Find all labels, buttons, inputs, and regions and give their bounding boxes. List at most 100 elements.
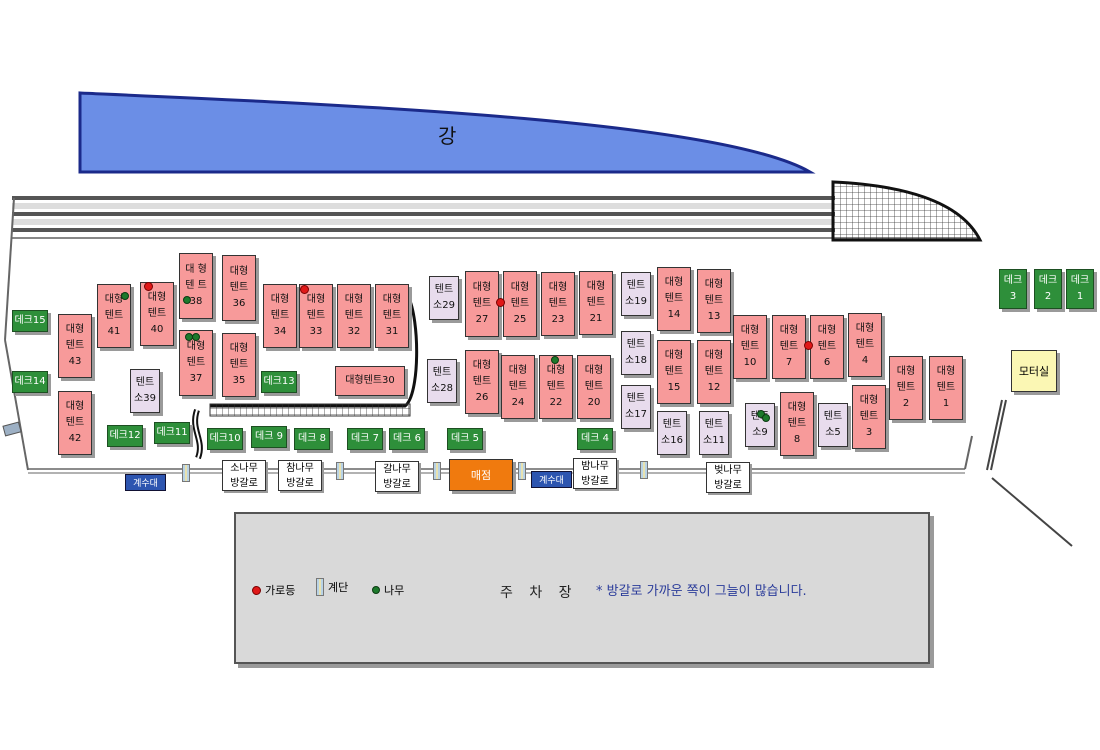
deck-d6[interactable]: 데크 6 xyxy=(389,428,425,450)
legend-tree: 나무 xyxy=(372,582,404,598)
deck-d10[interactable]: 데크10 xyxy=(207,428,243,450)
big-tent-t6[interactable]: 대형 텐트 6 xyxy=(810,315,844,379)
big-tent-t41[interactable]: 대형 텐트 41 xyxy=(97,284,131,348)
big-tent-t43[interactable]: 대형 텐트 43 xyxy=(58,314,92,378)
street-lamp-33 xyxy=(300,285,309,294)
store[interactable]: 매점 xyxy=(449,459,513,491)
small-tent-s16[interactable]: 텐트 소16 xyxy=(657,411,687,455)
big-tent-t12[interactable]: 대형 텐트 12 xyxy=(697,340,731,404)
small-tent-s39[interactable]: 텐트 소39 xyxy=(130,369,160,413)
big-tent-t42[interactable]: 대형 텐트 42 xyxy=(58,391,92,455)
big-tent-t15[interactable]: 대형 텐트 15 xyxy=(657,340,691,404)
stair-5 xyxy=(640,461,648,479)
big-tent-t40[interactable]: 대형 텐트 40 xyxy=(140,282,174,346)
big-tent-t36[interactable]: 대형 텐트 36 xyxy=(222,255,256,321)
small-tent-s19[interactable]: 텐트 소19 xyxy=(621,272,651,316)
big-tent-t27[interactable]: 대형 텐트 27 xyxy=(465,271,499,337)
left-boundary xyxy=(4,197,15,341)
big-tent-t25[interactable]: 대형 텐트 25 xyxy=(503,271,537,337)
small-tent-s17[interactable]: 텐트 소17 xyxy=(621,385,651,429)
big-tent-t23[interactable]: 대형 텐트 23 xyxy=(541,272,575,336)
parking-label: 주 차 장 xyxy=(500,585,578,601)
water-station-left[interactable]: 계수대 xyxy=(125,474,166,491)
tree-37b xyxy=(192,333,200,341)
small-tent-s18[interactable]: 텐트 소18 xyxy=(621,331,651,375)
street-lamp-27 xyxy=(496,298,505,307)
tree-41 xyxy=(121,292,129,300)
big-tent-t33[interactable]: 대형 텐트 33 xyxy=(299,284,333,348)
big-tent-t34[interactable]: 대형 텐트 34 xyxy=(263,284,297,348)
entrance-line-1 xyxy=(986,399,1003,471)
big-tent-t4[interactable]: 대형 텐트 4 xyxy=(848,313,882,377)
big-tent-t13[interactable]: 대형 텐트 13 xyxy=(697,269,731,333)
big-tent-t22[interactable]: 대형 텐트 22 xyxy=(539,355,573,419)
big-tent-t32[interactable]: 대형 텐트 32 xyxy=(337,284,371,348)
deck-d4[interactable]: 데크 4 xyxy=(577,428,613,450)
big-tent-t8[interactable]: 대형 텐트 8 xyxy=(780,392,814,456)
deck-d3[interactable]: 데크 3 xyxy=(999,269,1027,309)
big-tent-t14[interactable]: 대형 텐트 14 xyxy=(657,267,691,331)
legend-stair: 계단 xyxy=(316,578,348,596)
bungalow-b5[interactable]: 벚나무 방갈로 xyxy=(706,462,750,493)
deck-d12[interactable]: 데크12 xyxy=(107,425,143,447)
street-lamp-40 xyxy=(144,282,153,291)
small-tent-s5[interactable]: 텐트 소5 xyxy=(818,403,848,447)
bungalow-b4[interactable]: 밤나무 방갈로 xyxy=(573,458,617,489)
big-tent-t26[interactable]: 대형 텐트 26 xyxy=(465,350,499,414)
bungalow-b1[interactable]: 소나무 방갈로 xyxy=(222,460,266,491)
big-tent-t21[interactable]: 대형 텐트 21 xyxy=(579,271,613,335)
deck-d8[interactable]: 데크 8 xyxy=(294,428,330,450)
parking-lot: 가로등 계단 나무 주 차 장 * 방갈로 가까운 쪽이 그늘이 많습니다. xyxy=(234,512,930,664)
stair-4 xyxy=(518,462,526,480)
legend-stair-label: 계단 xyxy=(328,581,349,594)
deck-d7[interactable]: 데크 7 xyxy=(347,428,383,450)
legend-tree-label: 나무 xyxy=(384,584,405,597)
tree-38 xyxy=(183,296,191,304)
grid-path xyxy=(209,403,411,417)
tree-icon xyxy=(372,586,380,594)
deck-d14[interactable]: 데크14 xyxy=(12,371,48,393)
deck-d13[interactable]: 데크13 xyxy=(261,371,297,393)
shade-note: * 방갈로 가까운 쪽이 그늘이 많습니다. xyxy=(596,584,807,599)
grid-corner xyxy=(831,180,983,242)
big-tent-t20[interactable]: 대형 텐트 20 xyxy=(577,355,611,419)
river xyxy=(78,91,816,174)
bungalow-b3[interactable]: 갈나무 방갈로 xyxy=(375,461,419,492)
deck-d5[interactable]: 데크 5 xyxy=(447,428,483,450)
legend-lamp: 가로등 xyxy=(252,582,295,598)
small-tent-s29[interactable]: 텐트 소29 xyxy=(429,276,459,320)
small-tent-s28[interactable]: 텐트 소28 xyxy=(427,359,457,403)
big-tent-t38[interactable]: 대 형 텐 트 38 xyxy=(179,253,213,319)
stair-1 xyxy=(182,464,190,482)
deck-d1[interactable]: 데크 1 xyxy=(1066,269,1094,309)
big-tent-t3[interactable]: 대형 텐트 3 xyxy=(852,385,886,449)
river-label: 강 xyxy=(438,124,457,148)
big-tent-t31[interactable]: 대형 텐트 31 xyxy=(375,284,409,348)
stair-2 xyxy=(336,462,344,480)
lamp-icon xyxy=(252,585,261,595)
big-tent-t2[interactable]: 대형 텐트 2 xyxy=(889,356,923,420)
big-tent-t7[interactable]: 대형 텐트 7 xyxy=(772,315,806,379)
stair-icon xyxy=(316,578,324,596)
water-station-right[interactable]: 계수대 xyxy=(531,471,572,488)
small-tent-s11[interactable]: 텐트 소11 xyxy=(699,411,729,455)
deck-d15[interactable]: 데크15 xyxy=(12,310,48,332)
tree-22 xyxy=(551,356,559,364)
big-tent-t37[interactable]: 대형 텐트 37 xyxy=(179,330,213,396)
wall-curve-inner xyxy=(194,409,201,459)
big-tent-t10[interactable]: 대형 텐트 10 xyxy=(733,315,767,379)
bungalow-b2[interactable]: 참나무 방갈로 xyxy=(278,460,322,491)
gate-left xyxy=(2,421,22,437)
deck-d2[interactable]: 데크 2 xyxy=(1034,269,1062,309)
left-boundary-2 xyxy=(4,339,29,471)
big-tent-t1[interactable]: 대형 텐트 1 xyxy=(929,356,963,420)
big-tent-t24[interactable]: 대형 텐트 24 xyxy=(501,355,535,419)
stair-3 xyxy=(433,462,441,480)
deck-d9[interactable]: 데크 9 xyxy=(251,426,287,448)
deck-d11[interactable]: 데크11 xyxy=(154,422,190,444)
tree-s9b xyxy=(762,414,770,422)
big-tent-t30[interactable]: 대형텐트30 xyxy=(335,366,405,396)
street-lamp-6 xyxy=(804,341,813,350)
big-tent-t35[interactable]: 대형 텐트 35 xyxy=(222,333,256,397)
motel-room[interactable]: 모터실 xyxy=(1011,350,1057,392)
